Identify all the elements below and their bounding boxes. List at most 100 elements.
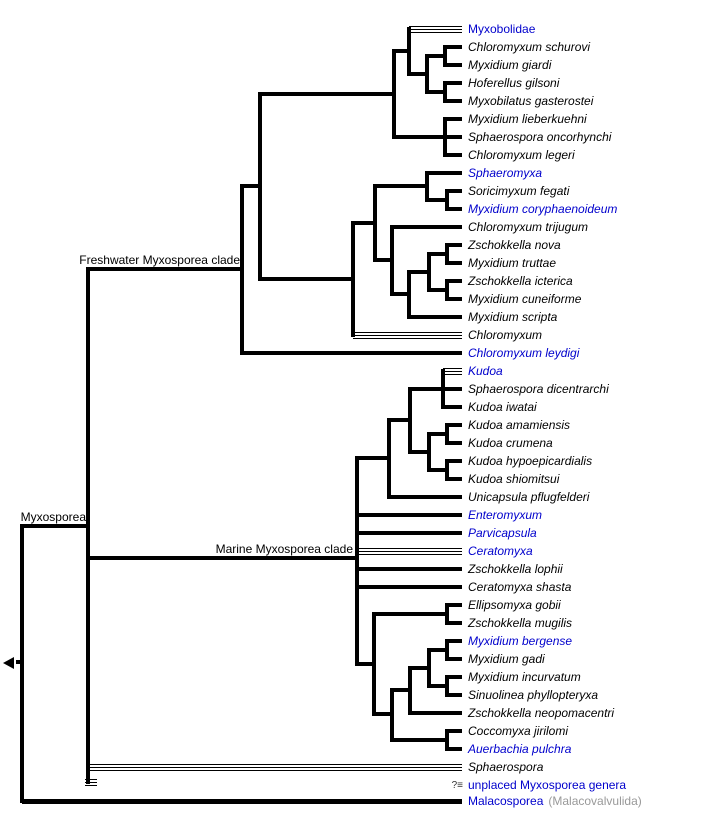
leaf-branch bbox=[447, 423, 462, 427]
tree-branch-vertical bbox=[372, 612, 376, 716]
tree-branch-horizontal bbox=[389, 418, 410, 422]
tree-branch-vertical bbox=[240, 184, 244, 355]
tree-branch-vertical bbox=[425, 171, 429, 202]
taxon-label: Myxidium gadi bbox=[468, 652, 545, 666]
taxon-label: Kudoa iwatai bbox=[468, 400, 537, 414]
tree-branch-vertical bbox=[390, 225, 394, 296]
taxon-name: Zschokkella mugilis bbox=[468, 616, 573, 630]
leaf-branch bbox=[447, 657, 462, 661]
leaf-branch bbox=[445, 45, 462, 49]
taxon-name: Myxidium bergense bbox=[468, 634, 573, 648]
tree-branch-horizontal bbox=[357, 456, 389, 460]
tree-branch-horizontal bbox=[409, 270, 429, 274]
tree-branch-horizontal bbox=[410, 450, 429, 454]
tree-branch-vertical bbox=[445, 189, 449, 211]
taxon-label: Sphaerospora dicentrarchi bbox=[468, 382, 609, 396]
taxon-name: Myxobilatus gasterostei bbox=[468, 94, 594, 108]
taxon-name: Parvicapsula bbox=[468, 526, 537, 540]
tree-branch-vertical bbox=[445, 279, 449, 301]
taxon-name: Hoferellus gilsoni bbox=[468, 76, 560, 90]
tree-branch-vertical bbox=[390, 688, 394, 742]
tree-branch-horizontal bbox=[392, 292, 409, 296]
taxon-label: Sinuolinea phyllopteryxa bbox=[468, 688, 598, 702]
taxon-label: Myxidium bergense bbox=[468, 634, 572, 648]
taxon-label: Kudoa crumena bbox=[468, 436, 553, 450]
tree-branch-horizontal bbox=[427, 90, 445, 94]
leaf-branch bbox=[357, 513, 462, 517]
taxon-name: Myxidium truttae bbox=[468, 256, 557, 270]
leaf-branch bbox=[447, 621, 462, 625]
taxon-name-annotation: (Malacovalvulida) bbox=[548, 794, 642, 808]
clade-label: Freshwater Myxosporea clade bbox=[79, 253, 240, 267]
taxon-label: Chloromyxum bbox=[468, 328, 542, 342]
leaf-branch bbox=[447, 441, 462, 445]
taxon-label: Kudoa hypoepicardialis bbox=[468, 454, 592, 468]
taxon-label: Chloromyxum trijugum bbox=[468, 220, 588, 234]
leaf-branch bbox=[445, 63, 462, 67]
taxon-label: Enteromyxum bbox=[468, 508, 542, 522]
taxon-label: Malacosporea(Malacovalvulida) bbox=[468, 794, 642, 808]
taxon-name: Kudoa bbox=[468, 364, 503, 378]
taxon-label: Kudoa amamiensis bbox=[468, 418, 570, 432]
leaf-branch bbox=[410, 387, 462, 391]
taxon-label: Zschokkella mugilis bbox=[468, 616, 572, 630]
leaf-branch bbox=[392, 225, 462, 229]
tree-branch-horizontal bbox=[353, 221, 375, 225]
taxon-name: Zschokkella nova bbox=[468, 238, 561, 252]
unplaced-attachment-mark bbox=[85, 779, 97, 786]
tree-branch-vertical bbox=[387, 418, 391, 499]
leaf-branch bbox=[427, 171, 462, 175]
taxon-name: Kudoa hypoepicardialis bbox=[468, 454, 593, 468]
tree-branch-horizontal bbox=[429, 648, 447, 652]
taxon-name: Auerbachia pulchra bbox=[468, 742, 572, 756]
leaf-branch bbox=[447, 459, 462, 463]
taxon-label: Parvicapsula bbox=[468, 526, 537, 540]
taxon-name: Sphaeromyxa bbox=[468, 166, 543, 180]
taxon-label: Zschokkella neopomacentri bbox=[468, 706, 614, 720]
clade-label: Marine Myxosporea clade bbox=[215, 542, 353, 556]
collapsed-clade-branch bbox=[353, 331, 462, 339]
taxon-label: Kudoa shiomitsui bbox=[468, 472, 559, 486]
tree-branch-horizontal bbox=[394, 49, 409, 53]
leaf-branch bbox=[447, 603, 462, 607]
taxon-name: Zschokkella icterica bbox=[468, 274, 573, 288]
leaf-branch bbox=[447, 477, 462, 481]
tree-branch-horizontal bbox=[260, 92, 394, 96]
leaf-branch bbox=[447, 747, 462, 751]
taxon-label: Chloromyxum legeri bbox=[468, 148, 575, 162]
collapsed-clade-branch bbox=[409, 25, 462, 33]
collapsed-clade-branch bbox=[357, 547, 462, 555]
tree-branch-vertical bbox=[443, 45, 447, 67]
tree-branch-vertical bbox=[408, 666, 412, 715]
leaf-branch bbox=[445, 117, 462, 121]
tree-branch-horizontal bbox=[429, 468, 447, 472]
tree-branch-vertical bbox=[86, 267, 90, 784]
taxon-name: Myxidium lieberkuehni bbox=[468, 112, 587, 126]
taxon-label: Kudoa bbox=[468, 364, 503, 378]
taxon-label: Myxidium lieberkuehni bbox=[468, 112, 587, 126]
collapsed-clade-branch bbox=[88, 763, 462, 771]
taxon-name: Myxidium giardi bbox=[468, 58, 552, 72]
tree-branch-horizontal bbox=[429, 684, 447, 688]
taxon-name: Kudoa amamiensis bbox=[468, 418, 571, 432]
taxon-name: Sphaerospora dicentrarchi bbox=[468, 382, 609, 396]
taxon-label: ?≡ unplaced Myxosporea genera bbox=[452, 778, 627, 792]
taxon-name: Ellipsomyxa gobii bbox=[468, 598, 561, 612]
taxon-name: Sphaerospora oncorhynchi bbox=[468, 130, 612, 144]
tree-branch-vertical bbox=[443, 81, 447, 103]
taxon-name: Myxidium scripta bbox=[468, 310, 558, 324]
taxon-label: Chloromyxum leydigi bbox=[468, 346, 579, 360]
tree-branch-vertical bbox=[20, 524, 24, 803]
leaf-branch bbox=[445, 81, 462, 85]
taxon-label: Ellipsomyxa gobii bbox=[468, 598, 561, 612]
leaf-branch bbox=[389, 495, 462, 499]
taxon-name: unplaced Myxosporea genera bbox=[468, 778, 627, 792]
clade-label: Myxosporea bbox=[20, 510, 86, 524]
leaf-branch bbox=[443, 405, 462, 409]
uncertain-placement-icon: ?≡ bbox=[451, 780, 463, 791]
tree-branch-horizontal bbox=[429, 252, 447, 256]
taxon-label: Zschokkella lophii bbox=[468, 562, 563, 576]
tree-branch-vertical bbox=[445, 639, 449, 661]
taxon-name: Kudoa iwatai bbox=[468, 400, 537, 414]
leaf-branch bbox=[410, 711, 462, 715]
